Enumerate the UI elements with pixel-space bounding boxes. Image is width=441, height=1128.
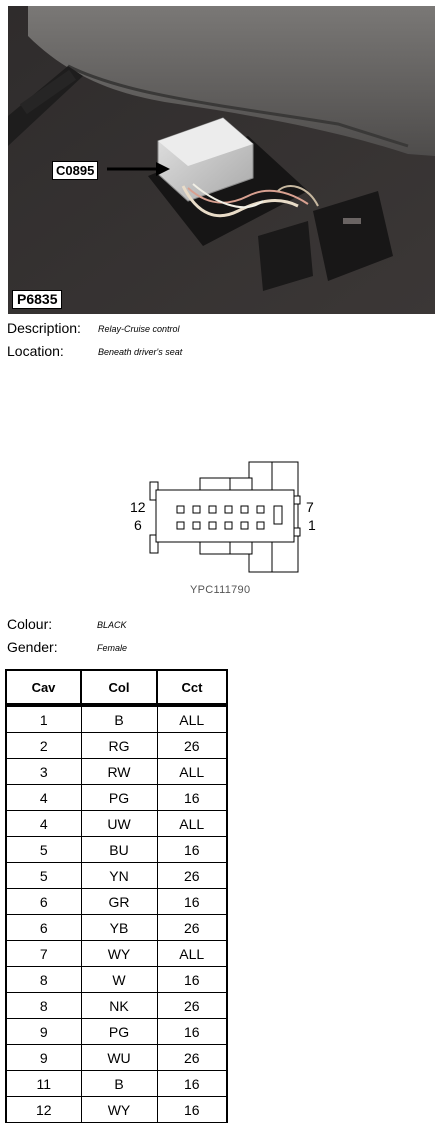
colour-row: Colour: BLACK	[7, 616, 127, 636]
cell-cav: 3	[5, 758, 82, 785]
cell-cct: 16	[156, 836, 228, 863]
cell-cav: 4	[5, 810, 82, 837]
component-photo: C0895 P6835	[8, 6, 435, 314]
cell-cav: 6	[5, 888, 82, 915]
cell-cct: ALL	[156, 940, 228, 967]
cell-col: GR	[80, 888, 158, 915]
cell-cct: 16	[156, 1070, 228, 1097]
cell-col: YN	[80, 862, 158, 889]
header-col: Col	[80, 669, 158, 707]
seat-floor-illustration	[8, 6, 435, 314]
cell-col: WY	[80, 1096, 158, 1123]
connector-outline: 12 6 7 1	[130, 461, 316, 573]
cell-cav: 5	[5, 836, 82, 863]
cell-cav: 9	[5, 1018, 82, 1045]
cell-cct: 16	[156, 1018, 228, 1045]
connector-face-diagram: 12 6 7 1	[126, 458, 322, 598]
cell-col: RG	[80, 732, 158, 759]
table-header-row: Cav Col Cct	[5, 669, 228, 707]
colour-value: BLACK	[97, 620, 127, 630]
cell-cct: 16	[156, 1096, 228, 1123]
location-row: Location: Beneath driver's seat	[7, 343, 182, 363]
cell-cav: 2	[5, 732, 82, 759]
description-value: Relay-Cruise control	[98, 324, 180, 334]
cell-cav: 8	[5, 992, 82, 1019]
cell-cav: 7	[5, 940, 82, 967]
cell-col: B	[80, 704, 158, 733]
colour-label: Colour:	[7, 616, 53, 632]
diagram-caption: YPC111790	[190, 584, 251, 596]
cell-col: WU	[80, 1044, 158, 1071]
cell-cav: 5	[5, 862, 82, 889]
cell-cav: 11	[5, 1070, 82, 1097]
cell-cav: 4	[5, 784, 82, 811]
cell-cct: 26	[156, 1044, 228, 1071]
header-cct: Cct	[156, 669, 228, 707]
gender-value: Female	[97, 643, 128, 653]
cell-col: PG	[80, 1018, 158, 1045]
location-value: Beneath driver's seat	[98, 347, 183, 357]
cell-cct: ALL	[156, 758, 228, 785]
cell-col: PG	[80, 784, 158, 811]
cell-cct: ALL	[156, 810, 228, 837]
cell-cct: 26	[156, 992, 228, 1019]
gender-row: Gender: Female	[7, 639, 127, 659]
location-label: Location:	[7, 343, 64, 359]
gender-label: Gender:	[7, 639, 58, 655]
cell-col: B	[80, 1070, 158, 1097]
cell-cav: 9	[5, 1044, 82, 1071]
pin-label-12: 12	[130, 499, 146, 515]
cell-cct: 26	[156, 732, 228, 759]
cell-cav: 6	[5, 914, 82, 941]
cell-col: WY	[80, 940, 158, 967]
cell-col: NK	[80, 992, 158, 1019]
description-label: Description:	[7, 320, 81, 336]
cell-col: YB	[80, 914, 158, 941]
cell-cav: 8	[5, 966, 82, 993]
cell-cct: ALL	[156, 704, 228, 733]
cell-cct: 26	[156, 914, 228, 941]
cell-col: BU	[80, 836, 158, 863]
cell-col: W	[80, 966, 158, 993]
pin-label-6: 6	[134, 517, 142, 533]
cell-cct: 26	[156, 862, 228, 889]
header-cav: Cav	[5, 669, 82, 707]
cell-col: RW	[80, 758, 158, 785]
pin-label-1: 1	[308, 517, 316, 533]
pin-label-7: 7	[306, 499, 314, 515]
cell-col: UW	[80, 810, 158, 837]
cell-cav: 1	[5, 704, 82, 733]
cell-cct: 16	[156, 966, 228, 993]
description-row: Description: Relay-Cruise control	[7, 320, 180, 340]
cell-cav: 12	[5, 1096, 82, 1123]
cell-cct: 16	[156, 784, 228, 811]
picture-ref-label: P6835	[12, 290, 63, 309]
cell-cct: 16	[156, 888, 228, 915]
connector-ref-label: C0895	[52, 161, 99, 180]
